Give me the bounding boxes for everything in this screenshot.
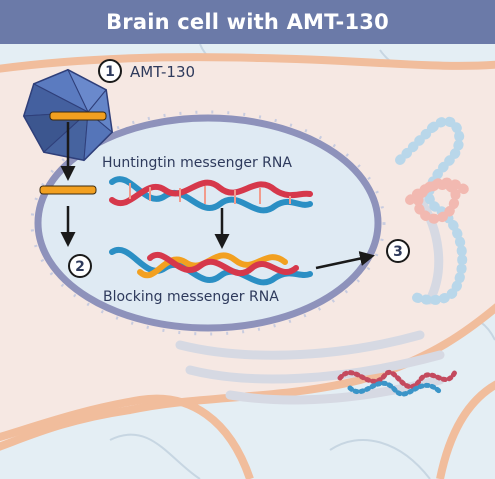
step-3-marker: 3 [386,239,410,263]
step-1-label: AMT-130 [130,63,195,81]
cell-illustration: 1 AMT-130 2 Huntingtin messenger RNA [0,44,495,479]
step-1-marker: 1 [98,59,122,83]
title-bar: Brain cell with AMT-130 [0,0,495,44]
dna-payload-icon [39,185,97,195]
diagram-title: Brain cell with AMT-130 [106,10,389,34]
dendrite-membrane [436,380,495,479]
huntingtin-mrna-strand [109,176,313,214]
svg-text:2: 2 [75,259,85,275]
arrow-icon [315,251,375,270]
nuclear-pores [30,110,386,336]
dna-payload-icon [49,111,107,121]
blocking-mrna-label: Blocking messenger RNA [103,289,279,305]
virus-capsid-icon [22,68,114,162]
protein-clump-icon [337,369,458,397]
svg-text:1: 1 [105,64,115,80]
blocking-mrna-strand [109,246,313,286]
svg-text:3: 3 [393,244,403,260]
step-2-marker: 2 [68,254,92,278]
axon-membrane [0,394,254,479]
protein-chain-icon [395,116,470,305]
huntingtin-mrna-label: Huntingtin messenger RNA [102,155,292,171]
